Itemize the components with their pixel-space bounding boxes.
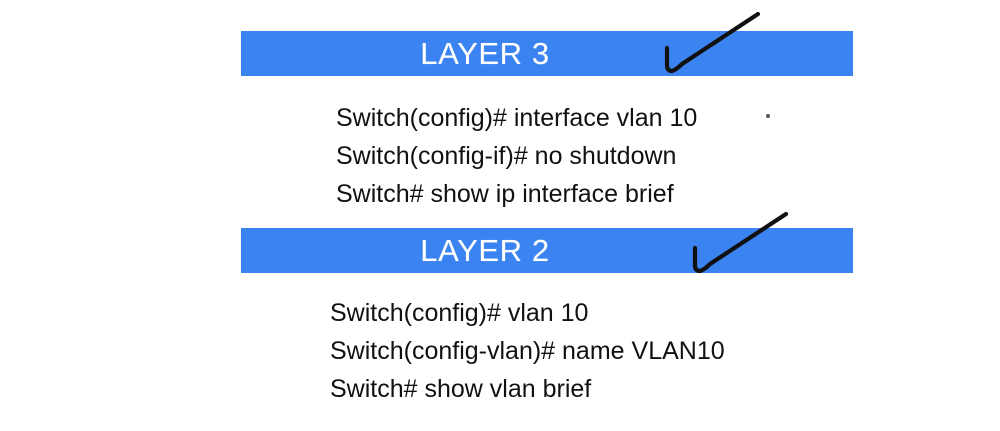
banner-label-layer-2: LAYER 2 (420, 233, 550, 268)
ink-dot-mark (766, 114, 770, 118)
command-line: Switch(config-vlan)# name VLAN10 (330, 337, 725, 365)
command-block-layer-2: Switch(config)# vlan 10 Switch(config-vl… (330, 294, 725, 408)
command-line: Switch# show vlan brief (330, 375, 592, 403)
command-line: Switch(config)# vlan 10 (330, 299, 589, 327)
command-line: Switch(config-if)# no shutdown (336, 142, 677, 170)
section-banner-layer-3: LAYER 3 (241, 31, 853, 76)
command-line: Switch(config)# interface vlan 10 (336, 104, 698, 132)
command-line: Switch# show ip interface brief (336, 180, 674, 208)
command-block-layer-3: Switch(config)# interface vlan 10 Switch… (336, 99, 697, 213)
section-banner-layer-2: LAYER 2 (241, 228, 853, 273)
banner-label-layer-3: LAYER 3 (420, 36, 550, 71)
